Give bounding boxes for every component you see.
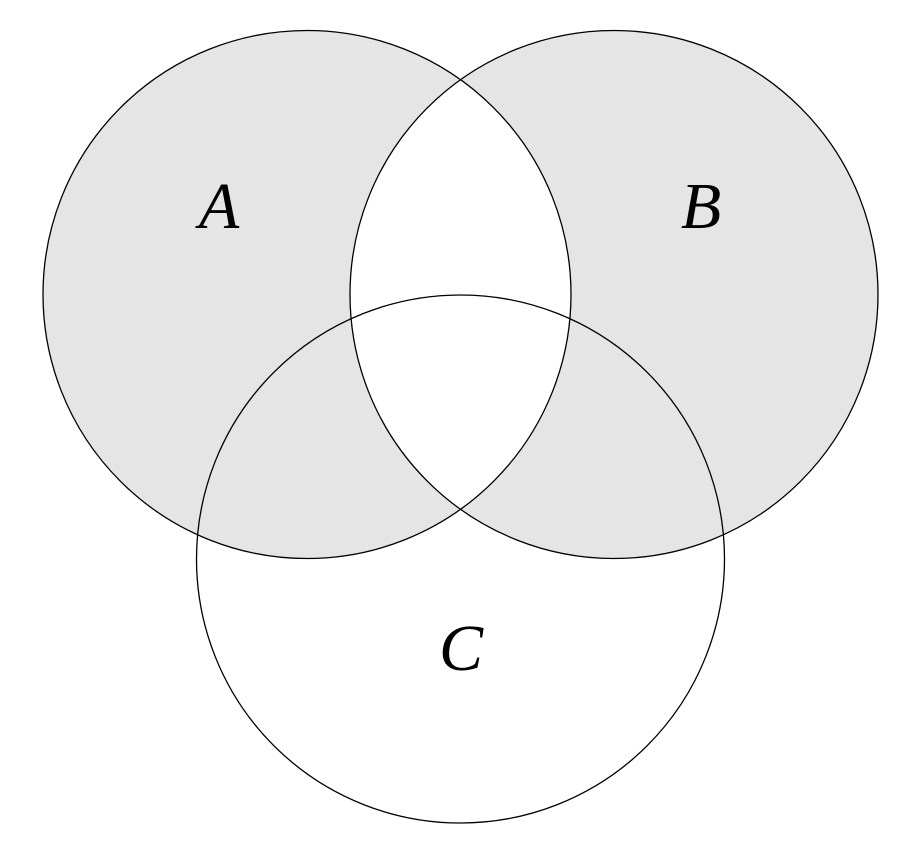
set-label-c: C [439, 612, 484, 685]
set-label-b: B [681, 170, 721, 243]
circle-c-outline [195, 294, 726, 824]
set-label-a: A [195, 170, 240, 243]
circle-b-outline [349, 29, 879, 560]
circle-a-outline [42, 29, 572, 560]
intersection-ab-knockout [350, 30, 571, 559]
